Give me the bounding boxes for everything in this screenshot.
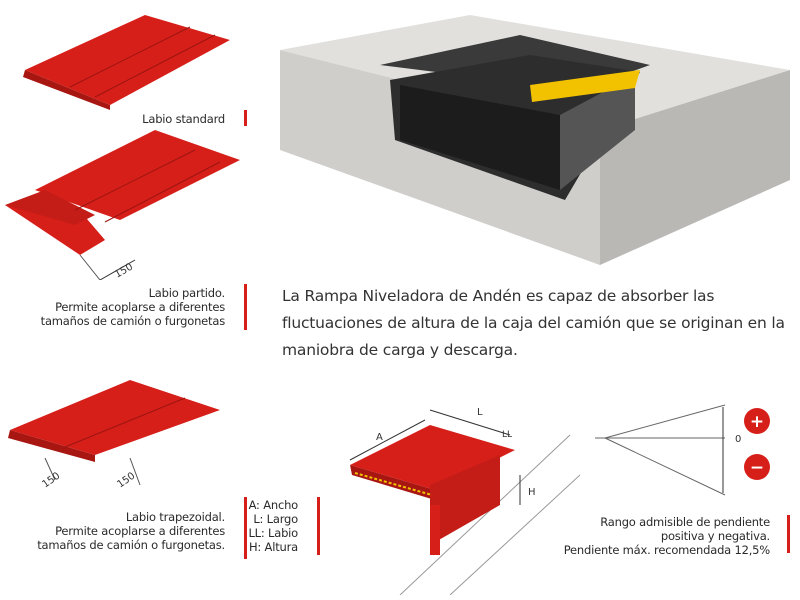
slope-line3: Pendiente máx. recomendada 12,5% [563, 543, 771, 557]
plus-icon [744, 408, 770, 434]
split-dim-label: 150 [113, 262, 135, 280]
trap-dim-label-2: 150 [115, 470, 137, 490]
slope-line1: Rango admisible de pendiente [600, 515, 770, 529]
plus-icon-glyph: + [750, 412, 764, 432]
slope-zero-label: 0 [735, 434, 741, 445]
dim-label-a: A [376, 432, 383, 443]
split-lip-line3: tamaños de camión o furgonetas [40, 314, 226, 328]
trap-lip-line3: tamaños de camión o furgonetas. [37, 538, 225, 552]
standard-lip-label: Labio standard [142, 112, 225, 126]
minus-icon-glyph: − [750, 458, 764, 478]
standard-lip-illustration [23, 15, 230, 110]
split-lip-caption: Labio partido. Permite acoplarse a difer… [40, 286, 226, 328]
legend-labio: LL: Labio [248, 526, 298, 540]
accent-bar [244, 110, 247, 126]
dim-label-ll: LL [502, 430, 512, 440]
trapezoidal-lip-illustration: 150 150 [8, 380, 220, 490]
dim-label-h: H [528, 487, 536, 498]
dimension-legend: A: Ancho L: Largo LL: Labio H: Altura [248, 498, 298, 554]
accent-bar [244, 284, 247, 330]
dock-leveler-illustration [280, 15, 790, 265]
trap-lip-title: Labio trapezoidal. [125, 510, 225, 524]
minus-icon [744, 454, 770, 480]
dim-label-l: L [477, 407, 483, 418]
dimension-diagram: A L LL H [349, 407, 580, 595]
description-text: La Rampa Niveladora de Andén es capaz de… [282, 287, 785, 359]
slope-line2: positiva y negativa. [660, 529, 770, 543]
accent-bar [244, 497, 247, 559]
trap-lip-caption: Labio trapezoidal. Permite acoplarse a d… [37, 510, 225, 552]
accent-bar [787, 515, 790, 553]
slope-caption: Rango admisible de pendiente positiva y … [563, 515, 771, 557]
split-lip-illustration: 150 [5, 130, 240, 280]
slope-diagram: 0 + − [595, 404, 770, 496]
legend-altura: H: Altura [248, 540, 298, 554]
legend-ancho: A: Ancho [248, 498, 299, 512]
trap-dim-label-1: 150 [40, 470, 62, 490]
split-lip-line2: Permite acoplarse a diferentes [55, 300, 225, 314]
split-lip-title: Labio partido. [148, 286, 226, 300]
legend-largo: L: Largo [253, 512, 298, 526]
trap-lip-line2: Permite acoplarse a diferentes [55, 524, 225, 538]
accent-bar [317, 497, 320, 555]
